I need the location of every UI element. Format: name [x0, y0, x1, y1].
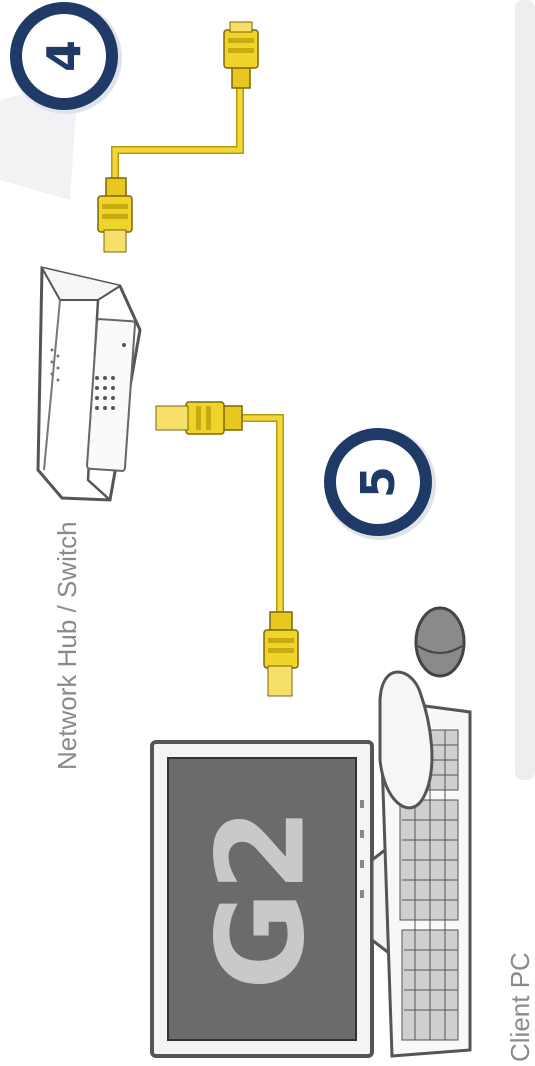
ethernet-cable-5 [156, 402, 298, 696]
background-panel [515, 0, 535, 780]
step-number-4: 4 [37, 40, 91, 72]
monitor-icon: G2 [152, 742, 410, 1056]
client-pc-icon: G2 [152, 608, 470, 1056]
step-badge-5: 5 [324, 428, 436, 540]
client-pc-label: Client PC [505, 952, 535, 1062]
ethernet-cable-4 [98, 22, 258, 252]
ethernet-cable-icon [98, 178, 132, 252]
step-badge-4: 4 [10, 2, 122, 114]
network-hub-label: Network Hub / Switch [52, 521, 83, 770]
ethernet-cable-icon [156, 402, 242, 434]
ethernet-cable-icon [264, 612, 298, 696]
ethernet-cable-icon [224, 22, 258, 88]
network-hub-icon [38, 268, 140, 500]
screen-logo: G2 [193, 808, 332, 990]
step-number-5: 5 [351, 466, 405, 498]
